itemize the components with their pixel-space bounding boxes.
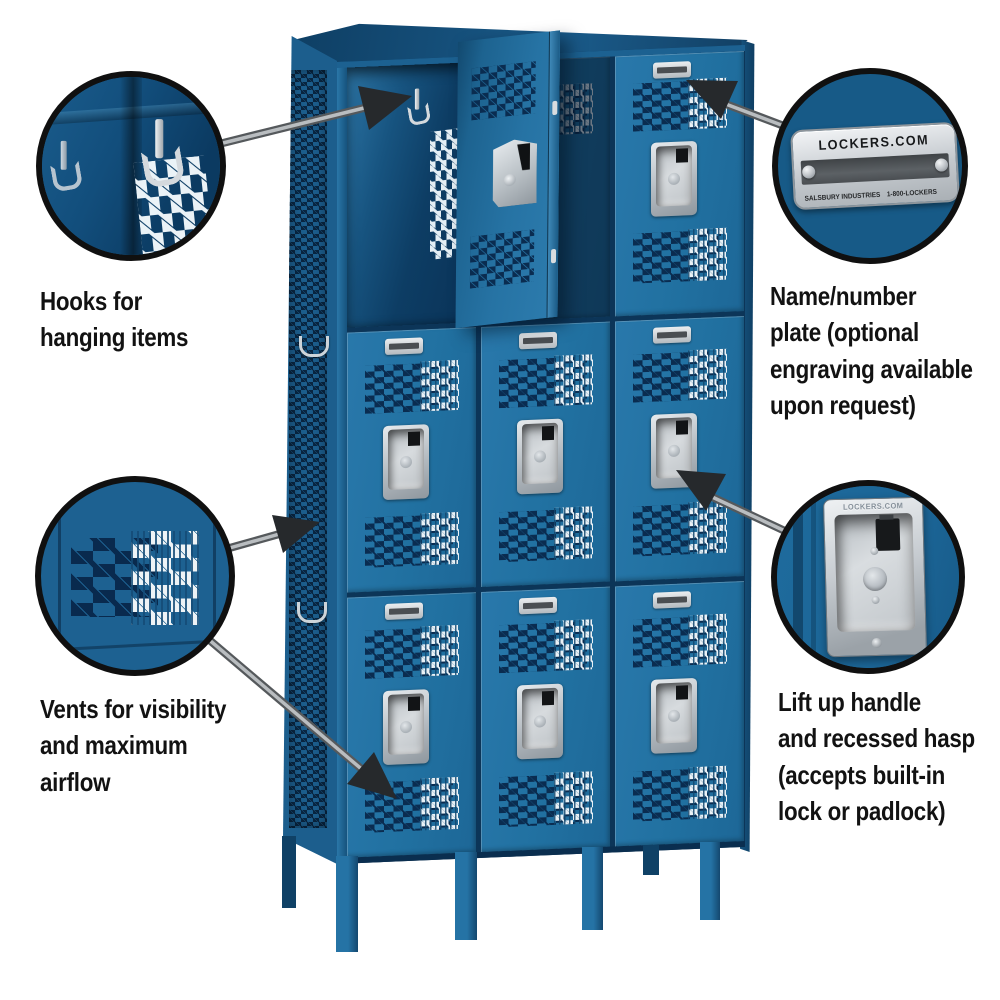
door-name-plate <box>653 61 691 79</box>
interior-coat-hook <box>409 88 428 121</box>
door-vents <box>633 502 721 557</box>
locker-leg <box>455 852 477 940</box>
name-plate: LOCKERS.COM SALSBURY INDUSTRIES 1-800-LO… <box>790 121 960 211</box>
door-name-plate <box>519 596 557 615</box>
door-handle <box>517 418 563 495</box>
locker-door <box>615 580 744 847</box>
door-vents <box>365 514 453 568</box>
door-name-plate <box>385 602 423 620</box>
name-plate-title: LOCKERS.COM <box>818 132 930 153</box>
door-handle <box>651 412 697 489</box>
door-name-plate <box>519 331 557 350</box>
door-handle <box>383 424 429 501</box>
door-vents <box>633 767 721 822</box>
handle-pocket <box>656 417 692 479</box>
door-vents <box>633 229 721 284</box>
door-vents <box>365 627 453 679</box>
locker-door <box>347 592 476 858</box>
name-plate-band <box>800 153 950 185</box>
locker-leg <box>700 842 720 920</box>
nameplate-callout-circle: LOCKERS.COM SALSBURY INDUSTRIES 1-800-LO… <box>772 68 968 264</box>
handle-pocket <box>522 687 558 750</box>
nameplate-caption: Name/number plate (optional engraving av… <box>770 281 973 421</box>
side-expanded-mesh <box>289 70 327 828</box>
locker-side-panel <box>283 36 337 864</box>
vents-callout-circle <box>35 476 235 676</box>
locker-leg <box>282 836 296 908</box>
lift-up-handle: LOCKERS.COM <box>822 496 928 658</box>
locker-leg <box>582 847 603 930</box>
side-coat-hook <box>299 336 329 357</box>
door-vents <box>365 362 453 414</box>
door-hinge-pin <box>552 100 558 116</box>
locker-door <box>481 321 610 587</box>
door-handle <box>651 140 697 217</box>
door-edge-line <box>811 486 816 668</box>
handle-callout-circle: LOCKERS.COM <box>771 480 965 674</box>
handle-latch-slot <box>875 518 900 551</box>
handle-recessed-pocket <box>834 513 916 633</box>
open-locker-door <box>455 30 560 329</box>
interior-corner-shadow <box>120 77 142 255</box>
locker-door <box>481 586 610 852</box>
rivet-icon <box>870 546 879 555</box>
side-coat-hook <box>297 602 327 623</box>
door-edge-line <box>212 482 216 670</box>
handle-pocket <box>656 145 692 207</box>
name-plate-manufacturer: SALSBURY INDUSTRIES <box>804 191 881 203</box>
door-vents <box>499 621 587 674</box>
handle-pocket <box>656 682 692 744</box>
locker-door <box>347 327 476 593</box>
door-name-plate <box>653 326 691 344</box>
door-vents <box>469 229 535 289</box>
locker-door <box>615 50 744 317</box>
handle-pocket <box>388 693 424 755</box>
vents-caption: Vents for visibility and maximum airflow <box>40 694 227 797</box>
handle-dimple <box>862 566 888 591</box>
name-plate-phone: 1-800-LOCKERS <box>886 188 938 199</box>
door-latch-mechanism <box>493 137 538 208</box>
locker-leg <box>643 845 659 875</box>
hooks-callout-circle <box>36 71 226 261</box>
door-edge-line <box>57 482 61 670</box>
door-handle <box>651 677 697 754</box>
door-vents <box>499 356 587 409</box>
locker-leg <box>336 856 358 952</box>
coat-hook <box>144 119 179 179</box>
door-edge-line <box>793 486 803 668</box>
door-vents <box>499 773 587 828</box>
door-hinge-pin <box>550 248 557 264</box>
handle-pocket <box>388 428 424 490</box>
door-handle <box>383 689 429 766</box>
door-edge-line <box>52 640 218 652</box>
door-vents <box>633 350 721 403</box>
door-vents <box>633 615 721 668</box>
door-name-plate <box>653 591 691 609</box>
handle-pocket <box>522 422 558 485</box>
rivet-icon <box>871 595 880 604</box>
locker-door <box>615 315 744 582</box>
door-name-plate <box>385 337 423 355</box>
vent-holes-light <box>131 530 199 625</box>
name-plate-footer: SALSBURY INDUSTRIES 1-800-LOCKERS <box>804 189 937 203</box>
coat-hook <box>52 140 78 185</box>
door-vents <box>365 779 453 833</box>
door-vents <box>499 508 587 563</box>
handle-brand-text: LOCKERS.COM <box>842 501 904 512</box>
door-vents <box>633 79 721 132</box>
screw-icon <box>871 637 882 649</box>
hooks-caption: Hooks for hanging items <box>40 286 189 353</box>
door-handle <box>517 683 563 760</box>
handle-caption: Lift up handle and recessed hasp (accept… <box>778 687 975 827</box>
front-left-frame <box>337 61 347 865</box>
door-vents <box>471 61 536 121</box>
